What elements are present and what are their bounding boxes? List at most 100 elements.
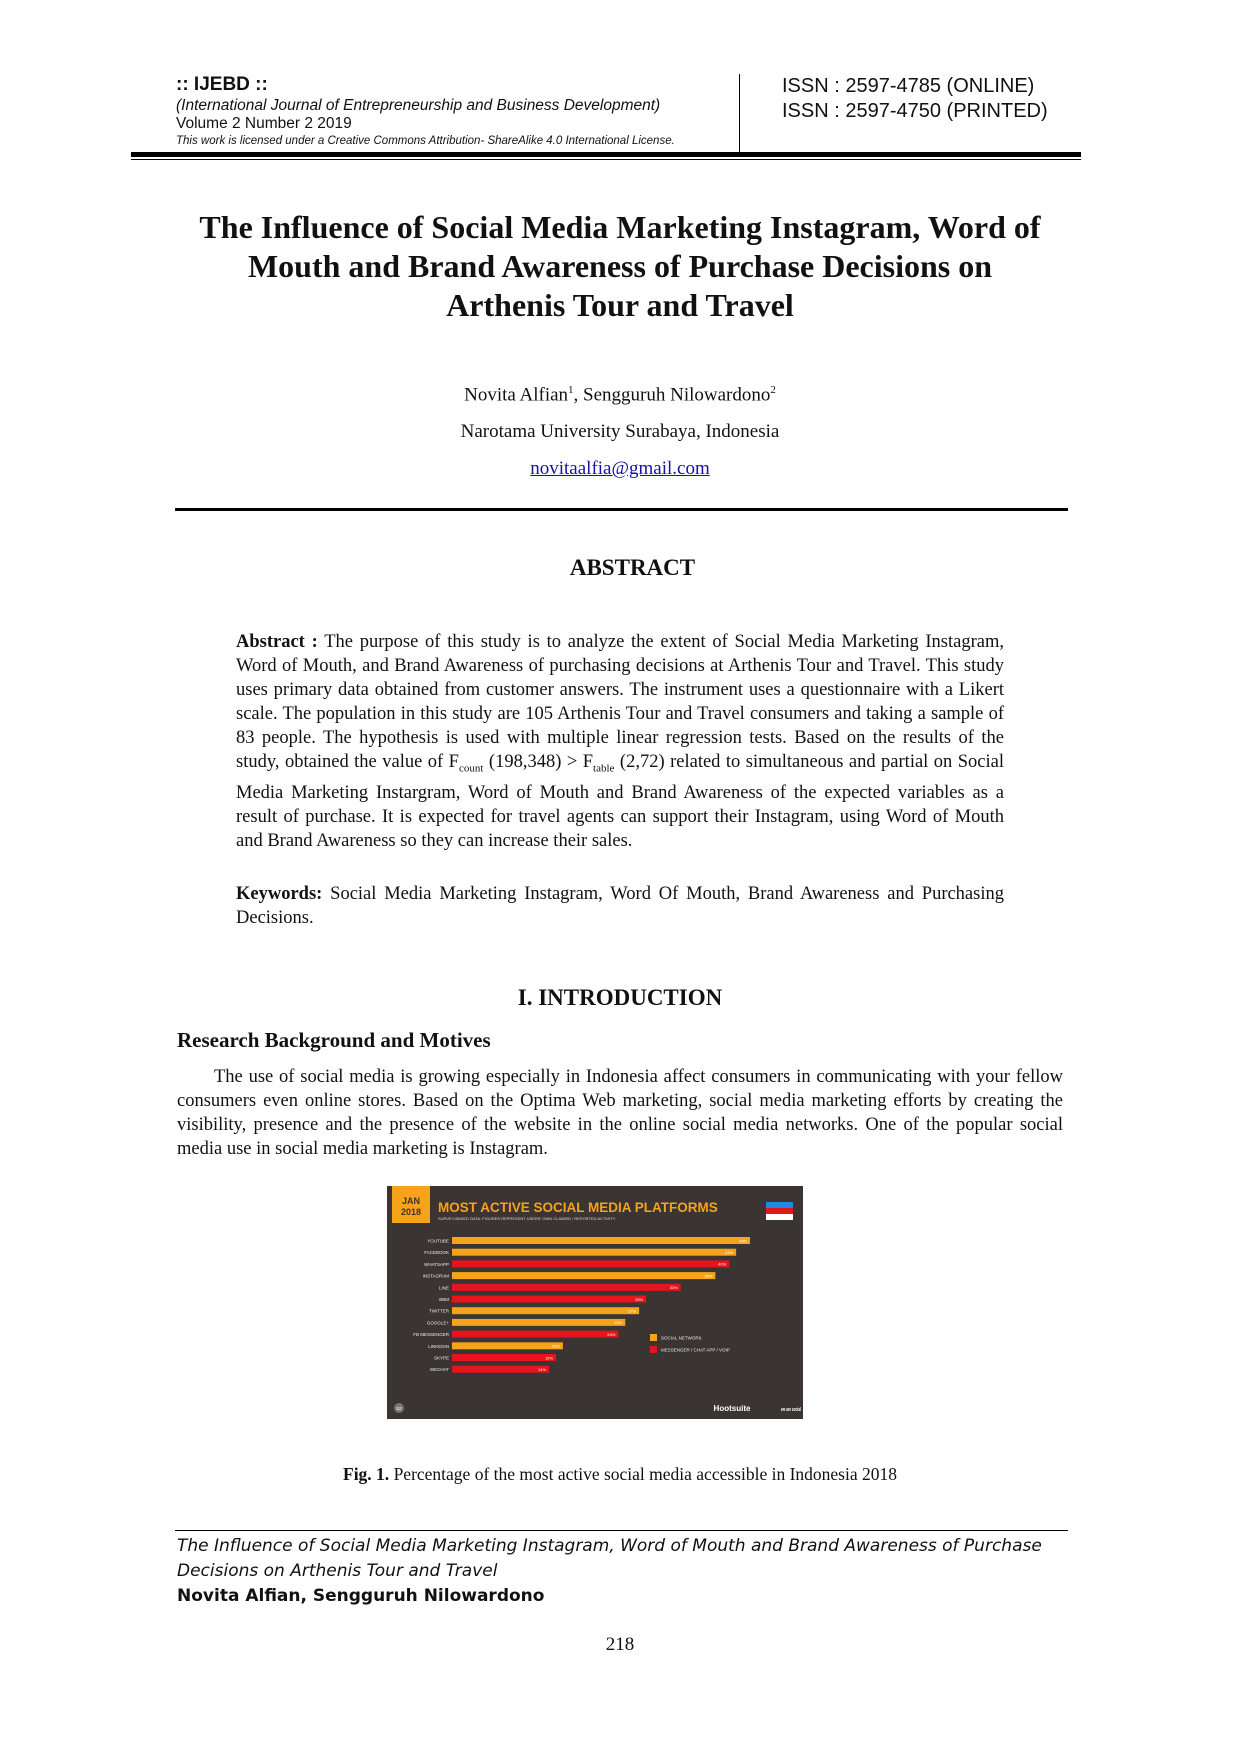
title-line: Mouth and Brand Awareness of Purchase De…: [247, 248, 993, 284]
author-block: Novita Alfian1, Sengguruh Nilowardono2 N…: [150, 372, 1090, 487]
category-label: SKYPE: [434, 1356, 449, 1361]
category-label: GOOGLE+: [427, 1320, 450, 1325]
issn-printed: ISSN : 2597-4750 (PRINTED): [782, 100, 1048, 122]
bar-bbm: [452, 1295, 647, 1303]
chart-subtitle: SURVEY-BASED DATA: FIGURES REPRESENT USE…: [438, 1216, 616, 1221]
value-label: 40%: [718, 1262, 726, 1267]
intro-subheading: Research Background and Motives: [177, 1028, 491, 1052]
value-label: 28%: [635, 1297, 643, 1302]
category-label: YOUTUBE: [427, 1239, 449, 1244]
value-label: 41%: [725, 1250, 733, 1255]
bar-youtube: [452, 1237, 750, 1244]
slide-number-badge: [394, 1403, 404, 1413]
journal-full: (International Journal of Entrepreneursh…: [176, 97, 661, 114]
abstract-body: (2,72) related to simultaneous and parti…: [236, 752, 1005, 851]
value-label: 27%: [628, 1309, 636, 1314]
subscript: count: [458, 762, 484, 775]
subscript: table: [593, 762, 615, 775]
legend-swatch: [650, 1334, 657, 1341]
footer-title: The Influence of Social Media Marketing …: [177, 1536, 1042, 1556]
email-link[interactable]: novitaalfia@gmail.com: [530, 458, 710, 480]
footer-rule: [175, 1530, 1068, 1531]
bar-fb-messenger: [452, 1330, 619, 1338]
keywords-label: Keywords:: [236, 884, 323, 904]
bar-instagram: [452, 1272, 716, 1280]
issn: ISSN : 2597-4785 (ONLINE) ISSN : 2597-47…: [782, 74, 1048, 124]
abstract-label: Abstract :: [236, 632, 318, 652]
footer-authors: Novita Alfian, Sengguruh Nilowardono: [177, 1586, 545, 1606]
legend-label: SOCIAL NETWORK: [661, 1336, 702, 1341]
figure-caption: Fig. 1. Percentage of the most active so…: [150, 1464, 1090, 1485]
affil-mark: 2: [770, 384, 776, 396]
abstract-heading: ABSTRACT: [569, 555, 696, 580]
value-label: 24%: [607, 1332, 615, 1337]
legend-label: MESSENGER / CHAT APP / VOIP: [661, 1348, 730, 1353]
header-rule: [131, 152, 1081, 157]
category-label: WHATSAPP: [424, 1262, 449, 1267]
bar-facebook: [452, 1248, 737, 1256]
category-label: LINE: [439, 1285, 449, 1290]
date-badge: [392, 1186, 430, 1223]
affil-mark: 1: [568, 384, 574, 396]
author-2: , Sengguruh Nilowardono: [573, 384, 771, 406]
title-line: The Influence of Social Media Marketing …: [199, 209, 1041, 245]
bar-wechat: [452, 1365, 550, 1373]
flag-red: [766, 1208, 793, 1214]
author-1: Novita Alfian: [464, 384, 569, 406]
license: This work is licensed under a Creative C…: [176, 135, 675, 147]
value-label: 25%: [614, 1320, 622, 1325]
journal-header: :: IJEBD :: (International Journal of En…: [176, 74, 675, 147]
value-label: 43%: [739, 1238, 747, 1243]
value-label: 15%: [545, 1355, 553, 1360]
bar-twitter: [452, 1307, 640, 1315]
category-label: FB MESSENGER: [413, 1332, 450, 1337]
value-label: 14%: [538, 1367, 546, 1372]
flag-tag: [766, 1202, 793, 1208]
authors: Novita Alfian1, Sengguruh Nilowardono2: [150, 372, 1090, 413]
chart-title: MOST ACTIVE SOCIAL MEDIA PLATFORMS: [438, 1200, 718, 1215]
abstract-body: (198,348) > F: [483, 752, 594, 772]
abstract-body: The purpose of this study is to analyze …: [236, 632, 1004, 772]
social-media-chart: JAN 2018 MOST ACTIVE SOCIAL MEDIA PLATFO…: [387, 1186, 803, 1419]
footer-title: Decisions on Arthenis Tour and Travel: [177, 1561, 498, 1581]
caption-text: Percentage of the most active social med…: [389, 1464, 897, 1484]
issn-online: ISSN : 2597-4785 (ONLINE): [782, 75, 1035, 97]
header-divider: [739, 74, 740, 152]
title-line: Arthenis Tour and Travel: [446, 287, 794, 323]
volume: Volume 2 Number 2 2019: [176, 115, 352, 132]
paper-title: The Influence of Social Media Marketing …: [150, 208, 1090, 325]
intro-paragraph: The use of social media is growing espec…: [177, 1067, 1063, 1159]
running-footer: The Influence of Social Media Marketing …: [177, 1534, 1042, 1609]
header-rule-thin: [131, 159, 1081, 160]
bar-skype: [452, 1354, 556, 1361]
keywords-text: Social Media Marketing Instagram, Word O…: [236, 884, 1004, 928]
flag-white: [766, 1214, 793, 1220]
affiliation: Narotama University Surabaya, Indonesia: [460, 421, 780, 443]
category-label: TWITTER: [429, 1309, 450, 1314]
slide-number: 52: [396, 1406, 402, 1411]
chart-svg: JAN 2018 MOST ACTIVE SOCIAL MEDIA PLATFO…: [392, 1186, 801, 1413]
category-label: WECHAT: [430, 1367, 449, 1372]
journal-short: :: IJEBD ::: [176, 74, 268, 95]
value-label: 38%: [704, 1273, 712, 1278]
intro-heading: I. INTRODUCTION: [517, 985, 723, 1010]
category-label: BBM: [439, 1297, 449, 1302]
page-number: 218: [605, 1634, 635, 1655]
value-label: 33%: [670, 1285, 678, 1290]
title-rule: [175, 508, 1068, 511]
legend-swatch: [650, 1346, 657, 1353]
abstract-text: Abstract : The purpose of this study is …: [236, 630, 1004, 853]
badge-year: 2018: [401, 1207, 421, 1217]
badge-month: JAN: [402, 1196, 420, 1206]
category-label: FACEBOOK: [424, 1250, 449, 1255]
figure-label: Fig. 1.: [343, 1464, 390, 1484]
category-label: INSTAGRAM: [423, 1274, 450, 1279]
value-label: 16%: [552, 1344, 560, 1349]
bar-google-: [452, 1318, 626, 1326]
hootsuite-logo: Hootsuite: [714, 1404, 751, 1413]
category-label: LINKEDIN: [428, 1344, 449, 1349]
keywords: Keywords: Social Media Marketing Instagr…: [236, 882, 1004, 930]
bar-whatsapp: [452, 1260, 730, 1268]
bar-line: [452, 1283, 681, 1291]
